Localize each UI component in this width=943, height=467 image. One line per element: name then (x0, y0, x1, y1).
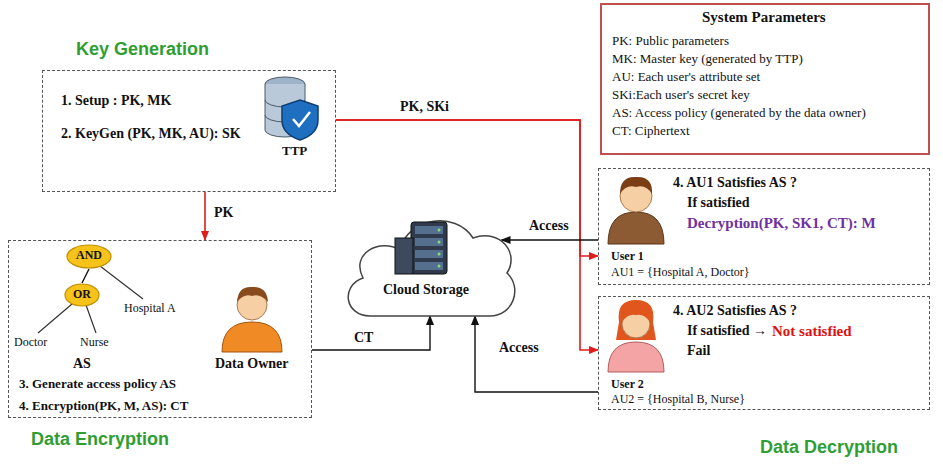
edge-label: Access (497, 340, 541, 356)
node-text: AU: Each user's attribute set (612, 69, 760, 85)
key-distribution-arrow (204, 192, 206, 240)
server-led (438, 253, 441, 256)
server-slot (415, 226, 443, 234)
node-text: Data Encryption (31, 429, 169, 450)
ellipse-shape (67, 245, 111, 268)
server-led (438, 265, 441, 268)
edge-label: PK, SKi (398, 99, 451, 115)
node-text: 4. AU2 Satisfies AS ? (673, 303, 797, 319)
node-text: AU2 = {Hospital B, Nurse} (611, 392, 745, 407)
node-text: Fail (687, 343, 710, 359)
node-text: If satisfied (687, 195, 750, 211)
node-text: System Parameters (702, 9, 826, 26)
data-flow-arrow (502, 239, 599, 240)
node-text: 4. Encryption(PK, M, AS): CT (19, 398, 188, 414)
node-text: CT: Ciphertext (612, 123, 690, 139)
cloud-shape (348, 221, 515, 316)
server-slot (415, 250, 443, 258)
icon-label: Data Owner (215, 356, 289, 372)
ttp-icon (265, 77, 318, 140)
cloud-outline (335, 198, 520, 333)
user2-icon (608, 300, 664, 372)
server-led (438, 241, 441, 244)
node-text: User 2 (611, 377, 644, 392)
node-text: MK: Master key (generated by TTP) (612, 51, 803, 67)
server-slot (415, 238, 443, 246)
node-text: PK: Public parameters (612, 33, 729, 49)
node-text: 2. KeyGen (PK, MK, AU): SK (61, 126, 241, 142)
policy-gate: OR (64, 283, 100, 307)
node-text: Decryption(PK, SK1, CT): M (687, 215, 876, 232)
server-led (438, 229, 441, 232)
user-box: 4. AU2 Satisfies AS ? If satisfied → Not s… (598, 296, 930, 410)
ellipse-shape (65, 284, 99, 306)
node-text: SKi:Each user's secret key (612, 87, 750, 103)
node-text: 3. Generate access policy AS (19, 376, 176, 392)
node-text: Cloud Storage (383, 282, 469, 298)
policy-tree-lines (38, 266, 143, 333)
section-heading: Data Decryption (760, 437, 898, 458)
data-flow-arrow (312, 316, 430, 350)
data-flow-arrow (82, 269, 89, 283)
node-text: Key Generation (76, 39, 209, 60)
server-body (395, 238, 413, 274)
node-text: 1. Setup : PK, MK (61, 93, 171, 109)
server-icon (395, 222, 447, 274)
node-text: AS: Access policy (generated by the data… (612, 105, 866, 121)
policy-gate: AND (66, 244, 112, 269)
user1-icon (608, 177, 664, 244)
node-text: AND (66, 248, 112, 263)
node-text: AU1 = {Hospital A, Doctor} (611, 265, 750, 280)
process-box: Data Encryption3. Generate access policy… (8, 240, 312, 418)
edge-label: CT (352, 330, 375, 346)
leaf-attribute: Nurse (80, 335, 109, 350)
leaf-attribute: Doctor (14, 335, 47, 350)
process-box: Key Generation1. Setup : PK, MK2. KeyGen… (42, 70, 336, 192)
cloud-storage: Cloud Storage (335, 198, 520, 333)
key-distribution-arrow (336, 120, 598, 350)
node-text: Not satisfied (772, 323, 852, 340)
node-text: If satisfied → (687, 323, 767, 339)
user-box: 4. AU1 Satisfies AS ? If satisfiedDecrypt… (598, 168, 930, 285)
data-owner-icon (222, 287, 282, 352)
edge-label: Access (527, 218, 571, 234)
node-text: OR (64, 287, 100, 302)
server-body (411, 222, 447, 274)
edge-label: PK (212, 205, 235, 221)
node-text: User 1 (611, 249, 644, 264)
server-slot (415, 262, 443, 270)
policy-label: AS (73, 356, 91, 372)
icon-label: TTP (282, 143, 307, 159)
leaf-attribute: Hospital A (124, 301, 176, 316)
node-text: 4. AU1 Satisfies AS ? (673, 175, 797, 191)
data-flow-arrow (475, 316, 598, 392)
parameter-box: System ParametersPK: Public parametersMK… (600, 3, 930, 155)
